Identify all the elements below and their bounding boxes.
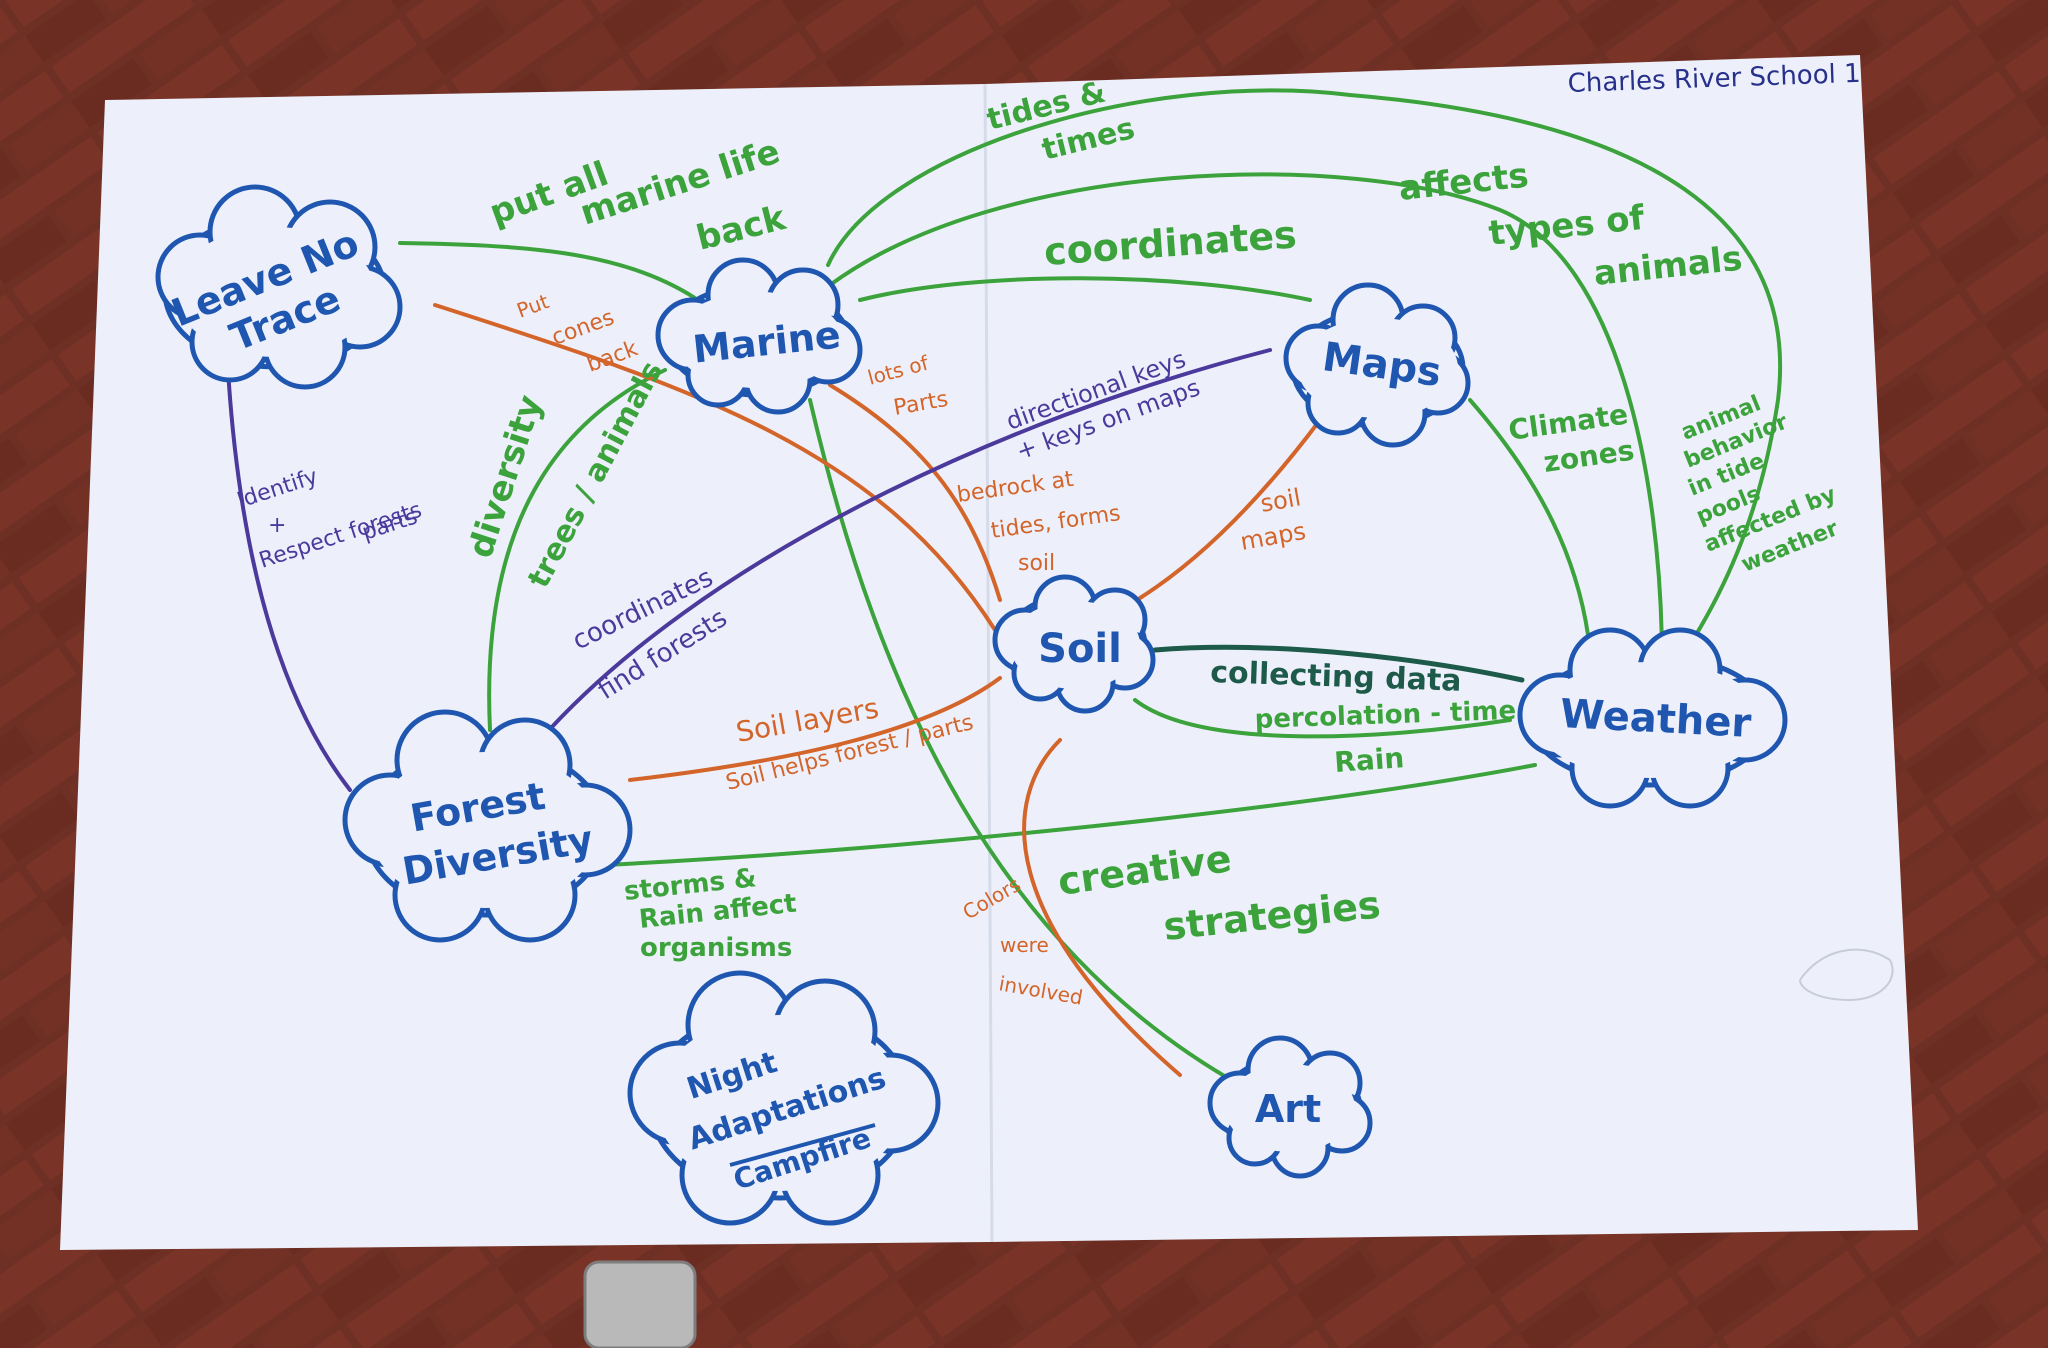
node-weather-label: Weather (1559, 691, 1753, 747)
edge-forest-maps (538, 348, 1272, 742)
node-maps (1283, 282, 1471, 448)
edge-marine-forest (487, 368, 667, 732)
link-bedrock-3: soil (1018, 551, 1055, 576)
edge-leave-no-trace-soil (433, 303, 997, 632)
node-weather (1517, 627, 1788, 809)
node-night-adaptations (627, 970, 941, 1226)
edge-forest-weather-rain (603, 763, 1537, 867)
link-identify-2: + (268, 513, 286, 538)
node-soil-label: Soil (1038, 626, 1122, 672)
node-art-label: Art (1255, 1087, 1321, 1131)
edge-soil-weather-data (1152, 644, 1525, 683)
edge-soil-weather-percolation (1133, 698, 1512, 739)
link-storms-rain-3: organisms (640, 933, 792, 963)
node-leave-no-trace (155, 184, 403, 390)
edge-maps-soil (1138, 418, 1322, 600)
node-art (1207, 1035, 1373, 1179)
link-soil-maps-1: soil (1258, 483, 1303, 518)
link-colors-2: were (1000, 933, 1049, 957)
edge-marine-art (808, 398, 1242, 1087)
edge-maps-weather (1468, 398, 1592, 652)
node-marine (655, 257, 863, 415)
edge-leave-no-trace-marine (398, 241, 697, 300)
edge-forest-soil (628, 676, 1002, 782)
edge-marine-soil (828, 383, 1002, 602)
node-forest-diversity (342, 709, 633, 943)
edge-marine-weather-animals (828, 172, 1664, 652)
edge-leave-no-trace-forest (226, 368, 352, 792)
paper-fold (983, 83, 994, 1243)
night-underline (729, 1123, 876, 1167)
edge-marine-maps (858, 276, 1312, 302)
edge-marine-weather-tides (826, 88, 1783, 662)
node-soil (992, 574, 1156, 714)
pencil-sketch (1799, 948, 1894, 1002)
paper-clip (583, 1260, 697, 1348)
link-rain: Rain (1333, 741, 1405, 779)
edge-soil-art (1022, 738, 1182, 1077)
